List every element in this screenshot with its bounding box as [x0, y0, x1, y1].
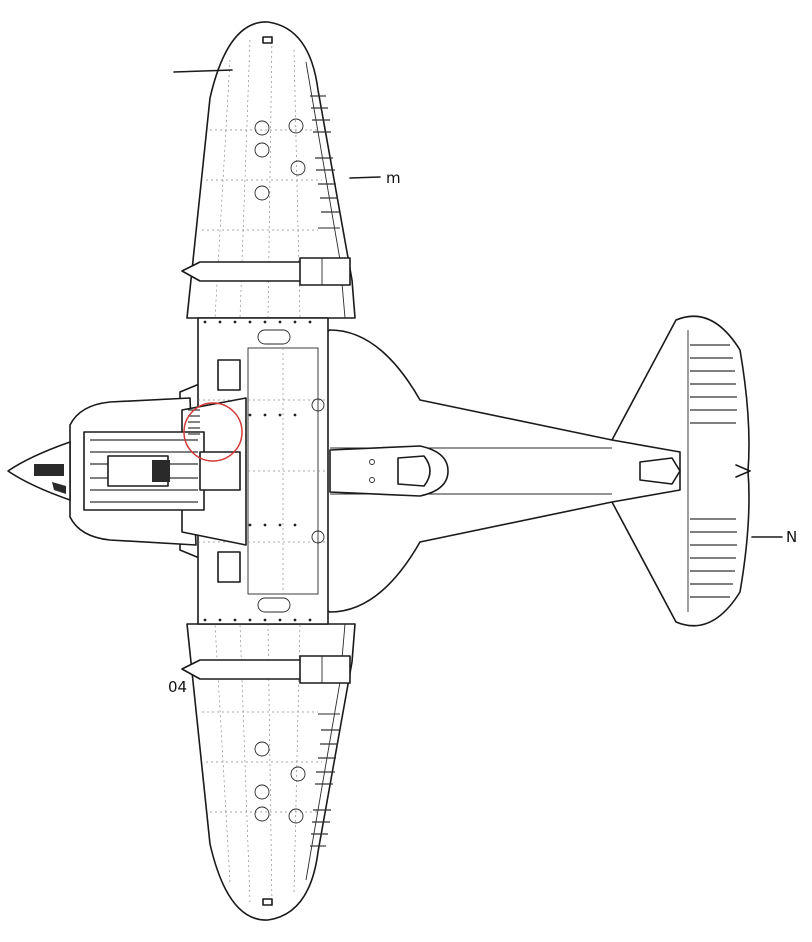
callout-wing-top: m [349, 169, 401, 187]
bomb-upper [181, 257, 351, 286]
fuselage [179, 317, 681, 625]
callout-wing-bottom: 04 [168, 678, 187, 696]
engine-cowling [7, 359, 247, 583]
bomb-lower [181, 655, 351, 684]
highlight-circle [183, 402, 243, 462]
callout-label-wing-bottom: 04 [168, 678, 187, 696]
antenna-mast [173, 69, 233, 73]
callout-tail: N [751, 528, 797, 546]
inspection-plates [254, 118, 306, 201]
inspection-plates-lower [254, 741, 306, 824]
callout-label-tail: N [786, 528, 797, 546]
rivet-rows [203, 320, 312, 622]
callout-label-wing-top: m [386, 169, 401, 187]
